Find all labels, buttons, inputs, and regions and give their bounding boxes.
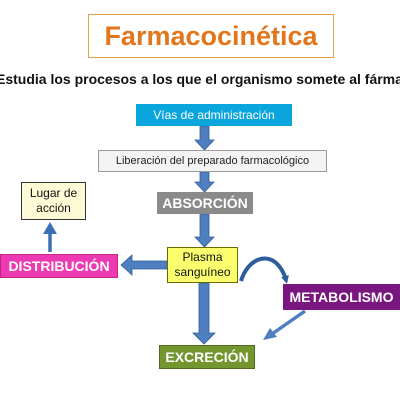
page-title: Farmacocinética	[88, 14, 334, 58]
arrow-plasma-to-metabolismo	[239, 256, 289, 284]
node-plasma-sanguineo: Plasma sanguíneo	[167, 247, 238, 283]
arrow-liberacion-to-absorcion	[194, 171, 215, 193]
node-vias-de-administracion: Vías de administración	[136, 104, 292, 126]
arrow-plasma-to-distribucion	[120, 254, 168, 276]
arrow-absorcion-to-plasma	[194, 213, 215, 248]
arrow-plasma-to-excrecion	[192, 282, 216, 345]
arrow-distribucion-to-lugar	[43, 222, 57, 252]
arrow-vias-to-liberacion	[194, 125, 215, 151]
subtitle: Estudia los procesos a los que el organi…	[0, 71, 400, 87]
node-liberacion: Liberación del preparado farmacológico	[98, 150, 327, 172]
node-distribucion: DISTRIBUCIÓN	[0, 254, 118, 278]
node-absorcion: ABSORCIÓN	[157, 192, 253, 214]
arrow-metabolismo-to-excrecion	[263, 309, 307, 340]
node-metabolismo: METABOLISMO	[283, 284, 400, 310]
node-excrecion: EXCRECIÓN	[159, 345, 255, 369]
node-lugar-de-accion: Lugar de acción	[21, 182, 86, 220]
